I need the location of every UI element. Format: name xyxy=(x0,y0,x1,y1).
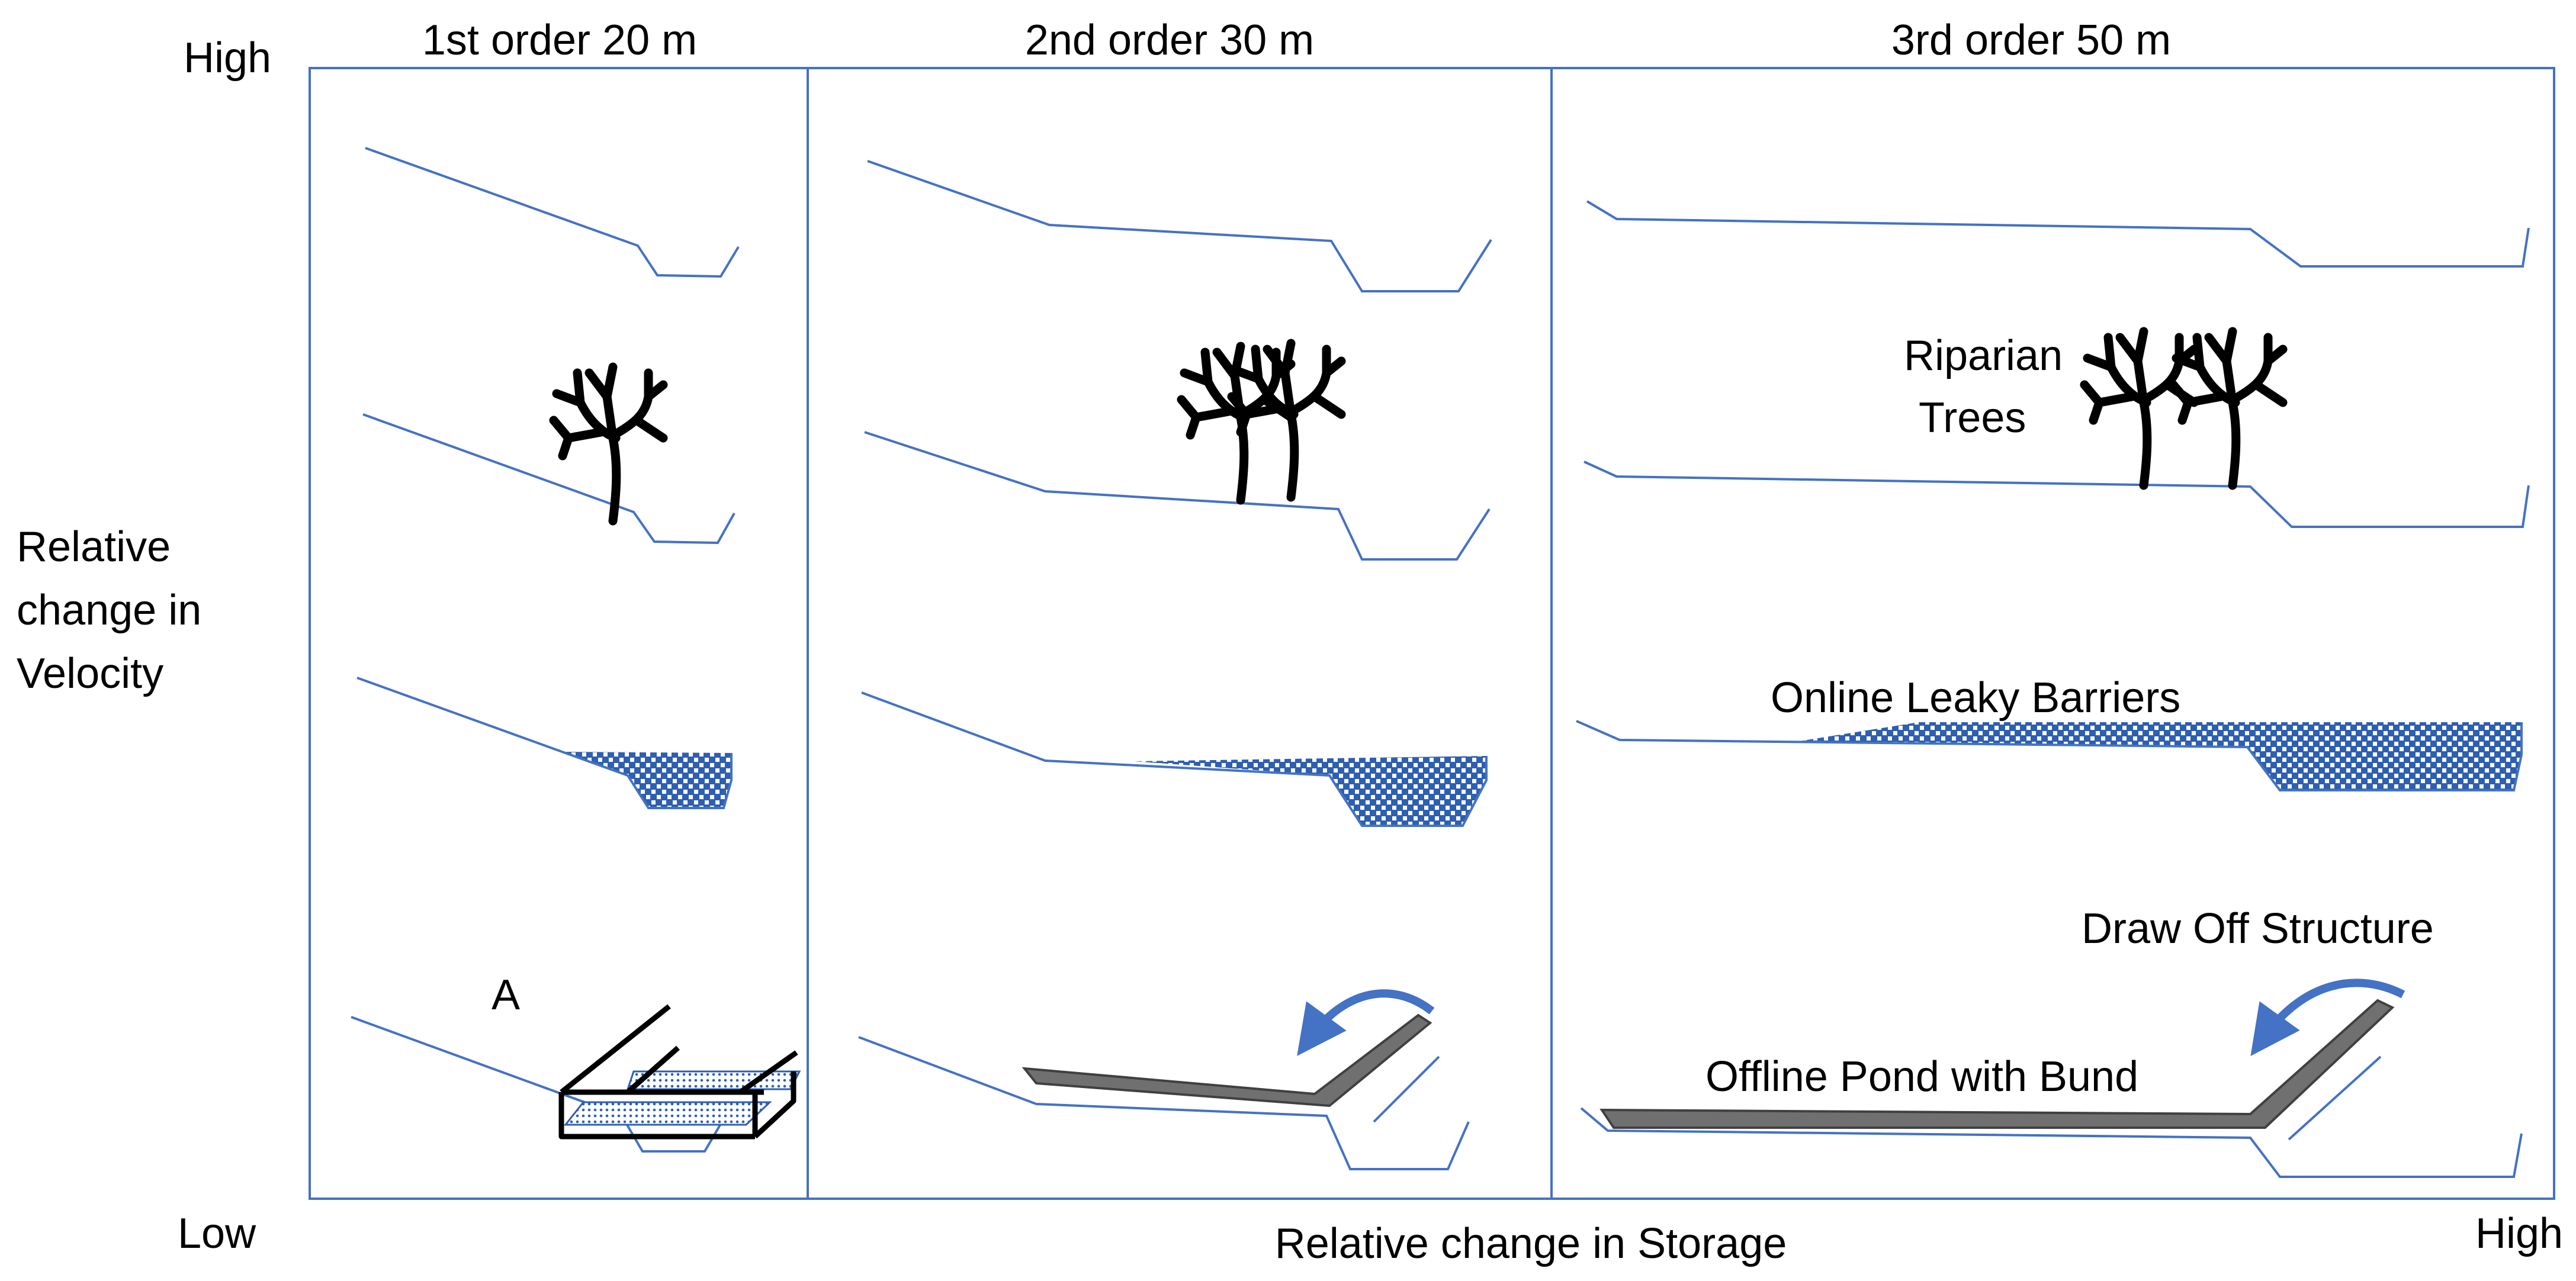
frame-border xyxy=(309,67,2555,1200)
leaky-profile-3rd-order xyxy=(1576,720,2523,791)
offline-pond-label: Offline Pond with Bund xyxy=(1705,1053,2138,1100)
riparian-profile-2nd-order xyxy=(864,431,1491,561)
tank-fill-lower xyxy=(563,1101,772,1126)
bund-3rd-order xyxy=(1599,999,2395,1129)
offline-tank-structure xyxy=(558,1004,801,1140)
column-title-3rd-order: 3rd order 50 m xyxy=(1891,17,2171,64)
riparian-trees xyxy=(549,327,2288,526)
riparian-profile-1st-order xyxy=(362,413,735,545)
tree-icon xyxy=(549,362,668,526)
tank-fill-upper xyxy=(626,1070,801,1090)
column-title-1st-order: 1st order 20 m xyxy=(422,17,697,64)
column-title-2nd-order: 2nd order 30 m xyxy=(1025,17,1314,64)
riparian-trees-label-line-1: Riparian xyxy=(1904,332,2063,379)
x-axis-label: Relative change in Storage xyxy=(1275,1220,1787,1267)
leaky-barrier-fill-2nd-order xyxy=(1134,756,1486,826)
structure-marker-a: A xyxy=(492,971,520,1019)
flow-arrow-3rd-order xyxy=(2250,979,2405,1057)
storage-profile-3rd-order xyxy=(1580,1107,2523,1178)
y-axis-high-label: High xyxy=(184,34,271,82)
tree-icon xyxy=(2080,327,2199,490)
row-leaky-barriers xyxy=(356,677,2523,827)
channel-profile-3rd-order xyxy=(1586,200,2530,268)
pond-inner-line-2nd-order xyxy=(1373,1055,1440,1123)
tree-icon xyxy=(2169,327,2288,490)
channel-profile-2nd-order xyxy=(867,160,1492,292)
frame xyxy=(309,67,2555,1200)
leaky-barrier-fill-3rd-order xyxy=(1788,722,2522,790)
riparian-profile-3rd-order xyxy=(1583,461,2530,528)
storage-profile-2nd-order xyxy=(858,1036,1470,1170)
flow-arrow-2nd-order xyxy=(1297,989,1435,1056)
riparian-trees-label-line-2: Trees xyxy=(1919,394,2026,442)
bund-2nd-order xyxy=(1022,1013,1432,1108)
leaky-profile-2nd-order xyxy=(861,691,1488,827)
y-axis-low-label: Low xyxy=(178,1210,256,1257)
y-axis-label-line-2: change in xyxy=(17,587,201,634)
row-baseline-profiles xyxy=(365,147,2530,292)
online-leaky-barriers-label: Online Leaky Barriers xyxy=(1771,674,2180,722)
tree-icon xyxy=(1227,339,1346,502)
channel-profile-1st-order xyxy=(365,147,740,278)
x-axis-high-label: High xyxy=(2475,1210,2563,1257)
row-offline-storage: A xyxy=(351,971,2523,1178)
storage-profile-1st-order xyxy=(351,1016,727,1153)
y-axis-label-line-3: Velocity xyxy=(17,650,163,697)
row-riparian-profiles xyxy=(362,413,2530,561)
draw-off-structure-label: Draw Off Structure xyxy=(2082,905,2434,952)
leaky-profile-1st-order xyxy=(356,677,733,809)
y-axis-label-line-1: Relative xyxy=(17,523,171,571)
pond-inner-line-3rd-order xyxy=(2288,1055,2382,1141)
